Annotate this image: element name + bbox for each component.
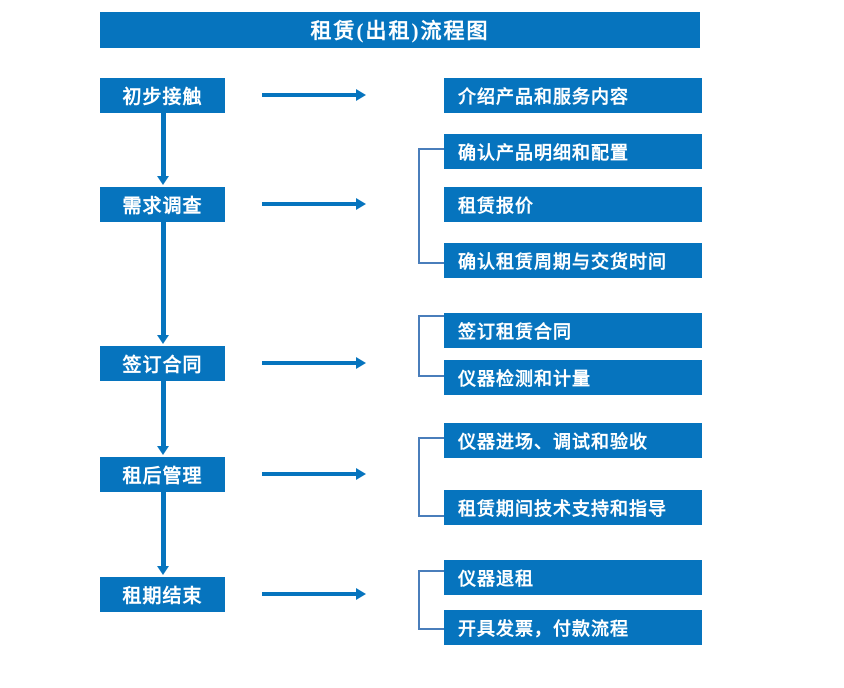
vertical-arrow-icon-1	[157, 113, 169, 185]
stage-box-qianding-hetong[interactable]: 签订合同	[100, 346, 225, 381]
horizontal-arrow-icon-3	[262, 357, 366, 369]
detail-box-yiqi-jiance[interactable]: 仪器检测和计量	[444, 360, 702, 395]
stage-box-zuqi-jieshu[interactable]: 租期结束	[100, 577, 225, 612]
horizontal-arrow-icon-2	[262, 198, 366, 210]
detail-box-zulin-baojia[interactable]: 租赁报价	[444, 187, 702, 222]
stage-box-chubu-jiechu[interactable]: 初步接触	[100, 78, 225, 113]
horizontal-arrow-icon-1	[262, 89, 366, 101]
detail-box-qianding-hetong[interactable]: 签订租赁合同	[444, 313, 702, 348]
detail-box-jieshao-chanpin[interactable]: 介绍产品和服务内容	[444, 78, 702, 113]
horizontal-arrow-icon-4	[262, 468, 366, 480]
detail-box-yiqi-jinchang[interactable]: 仪器进场、调试和验收	[444, 423, 702, 458]
detail-box-jishu-zhichi[interactable]: 租赁期间技术支持和指导	[444, 490, 702, 525]
detail-box-queren-zhouqi[interactable]: 确认租赁周期与交货时间	[444, 243, 702, 278]
group-bracket-1	[418, 148, 444, 264]
vertical-arrow-icon-3	[157, 381, 169, 455]
detail-box-queren-mingxi[interactable]: 确认产品明细和配置	[444, 134, 702, 169]
vertical-arrow-icon-4	[157, 492, 169, 575]
flowchart-title: 租赁(出租)流程图	[100, 12, 700, 48]
vertical-arrow-icon-2	[157, 222, 169, 344]
detail-box-kaiju-fapiao[interactable]: 开具发票，付款流程	[444, 610, 702, 645]
horizontal-arrow-icon-5	[262, 588, 366, 600]
stage-box-xuqiu-diaocha[interactable]: 需求调查	[100, 187, 225, 222]
detail-box-yiqi-tuizu[interactable]: 仪器退租	[444, 560, 702, 595]
group-bracket-2	[418, 315, 444, 377]
group-bracket-3	[418, 437, 444, 517]
group-bracket-4	[418, 570, 444, 630]
stage-box-zuhou-guanli[interactable]: 租后管理	[100, 457, 225, 492]
